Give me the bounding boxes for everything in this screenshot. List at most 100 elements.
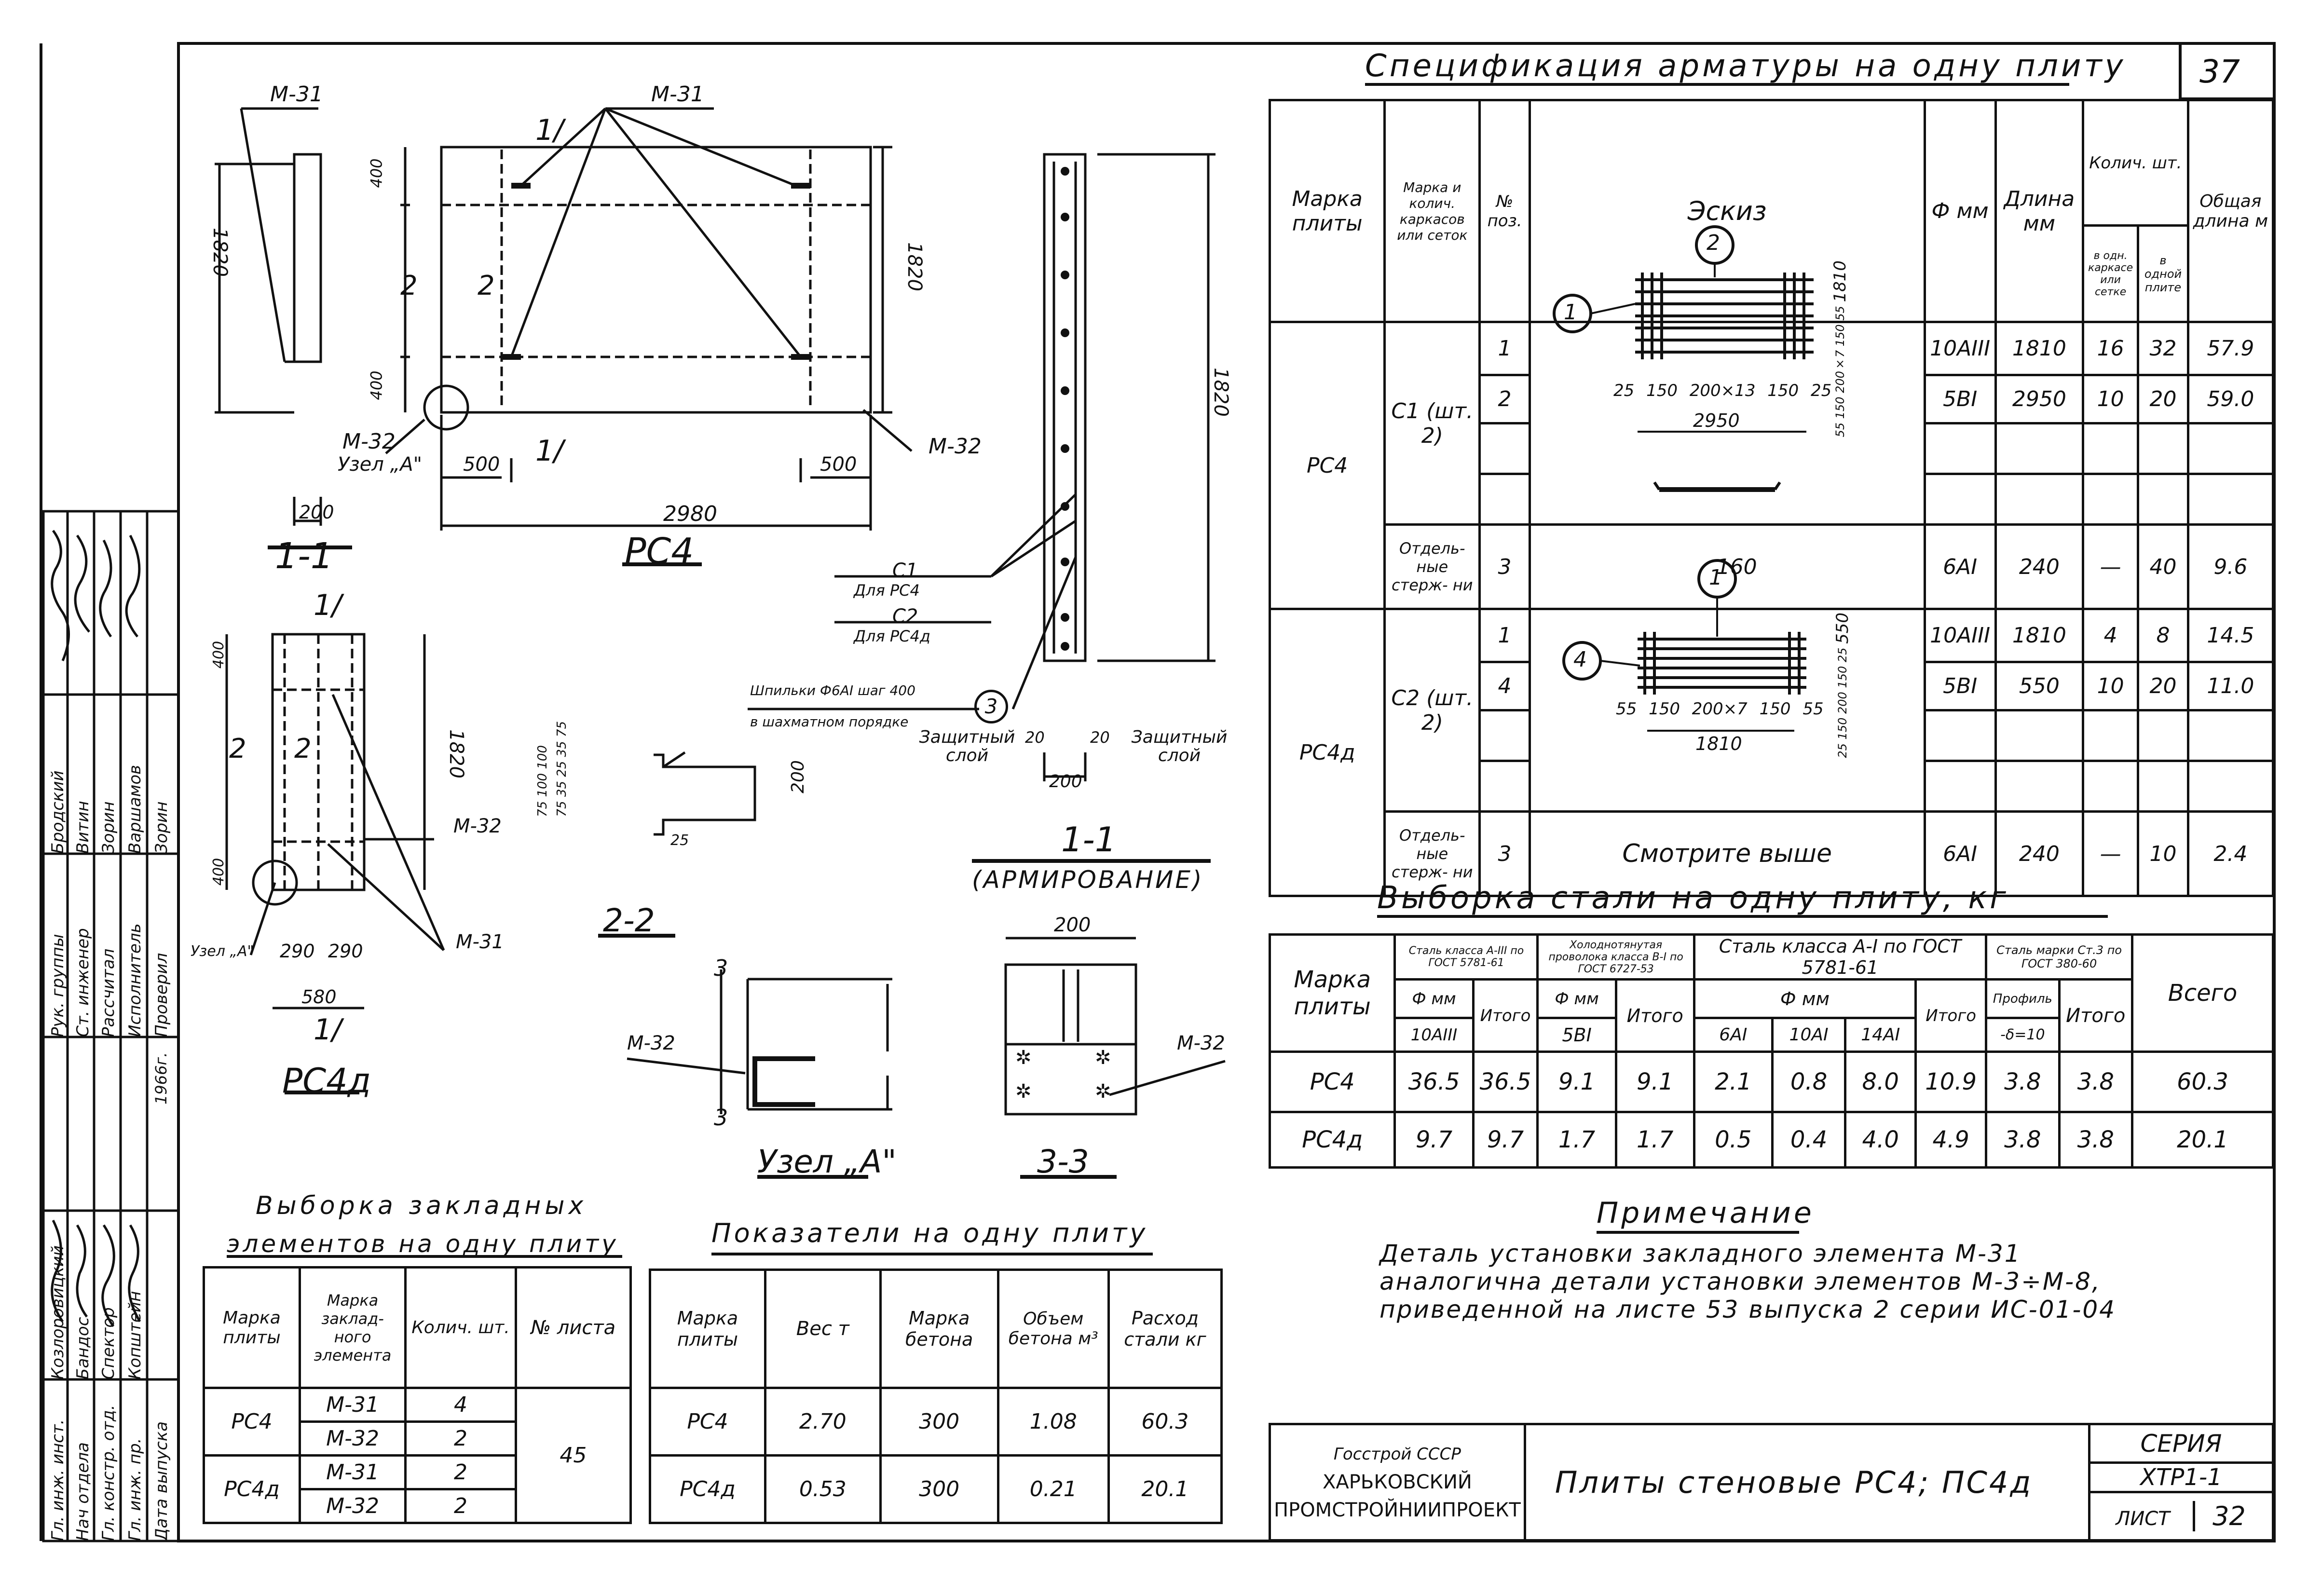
steel-cell: 9.7 xyxy=(1393,1111,1475,1169)
embedded-header: Марка заклад- ного элемента xyxy=(298,1266,407,1389)
spec-phi: 10АIII xyxy=(1923,321,1997,376)
uzel-a-ref: Узел „А" xyxy=(338,453,423,476)
spec-pos: 4 xyxy=(1478,661,1531,711)
spec-pos: 3 xyxy=(1478,523,1531,610)
org-line-2: ХАРЬКОВСКИЙ xyxy=(1322,1471,1472,1493)
table-row: РС4д 9.7 9.7 1.7 1.7 0.5 0.4 4.0 4.9 3.8… xyxy=(1268,1111,2274,1169)
spec-n2: 40 xyxy=(2137,523,2189,610)
arm-section-subtitle: (АРМИРОВАНИЕ) xyxy=(972,866,1204,894)
label-m32-right: М-32 xyxy=(929,434,982,459)
view-rs4 xyxy=(385,107,913,566)
label-m32-left: М-32 xyxy=(342,429,396,454)
steel-header-phi: Ф мм xyxy=(1536,978,1617,1019)
spec-n1: 10 xyxy=(2082,661,2140,711)
spec-total: 2.4 xyxy=(2186,810,2275,897)
spec-pos: 3 xyxy=(1478,810,1531,897)
embedded-el: М-31 xyxy=(298,1387,407,1423)
indicators-concrete: 300 xyxy=(879,1387,999,1457)
label-shpilki-1: Шпильки Ф6АI шаг 400 xyxy=(750,682,915,698)
plan-rs4-title: РС4 xyxy=(625,531,694,572)
list-number: 32 xyxy=(2193,1501,2263,1531)
dim: 150 xyxy=(1646,381,1678,400)
signature-mark xyxy=(125,534,141,638)
steel-cell: 9.7 xyxy=(1472,1111,1539,1169)
view-3-3 xyxy=(1004,937,1226,1179)
indicators-header: Вес т xyxy=(764,1269,882,1389)
note-line: Деталь установки закладного элемента М-3… xyxy=(1379,1240,2021,1268)
dim-25-2-2: 25 xyxy=(670,832,689,849)
signature-mark xyxy=(99,539,112,638)
mark-2-right: 2 xyxy=(478,270,495,301)
section-3-3-title: 3-3 xyxy=(1037,1143,1089,1180)
section-mark-bottom-rs4d: 1/ xyxy=(314,1013,342,1047)
spec-header-kolich: Колич. шт. xyxy=(2082,99,2189,227)
embedded-n: 4 xyxy=(404,1387,517,1423)
anchor-mark-icon: ✲ xyxy=(1015,1080,1032,1103)
spec-sketch-c1 xyxy=(1528,321,1926,526)
spec-table: Марка плиты Марка и колич. каркасов или … xyxy=(1268,99,2275,897)
section-1-1-title: 1-1 xyxy=(275,535,333,577)
c2-sketch-total: 1810 xyxy=(1695,733,1742,754)
dim: 25 xyxy=(1810,381,1832,400)
uzel-a-title: Узел „А" xyxy=(757,1143,897,1180)
org-line-3: ПРОМСТРОЙНИИПРОЕКТ xyxy=(1274,1499,1521,1521)
steel-sub: -δ=10 xyxy=(1985,1017,2061,1053)
spec-total: 59.0 xyxy=(2186,374,2275,424)
view-2-2 xyxy=(598,751,756,938)
dim-200-3-3: 200 xyxy=(1054,914,1091,936)
table-row: М-32 2 xyxy=(204,1420,631,1457)
label-c1-for: Для РС4 xyxy=(854,581,920,600)
anchor-marks-3-3: ✲ ✲ ✲ ✲ xyxy=(1013,1047,1129,1105)
spec-header-karkas: Марка и колич. каркасов или сеток xyxy=(1383,99,1481,323)
embedded-list: 45 xyxy=(514,1387,632,1524)
spec-total: 9.6 xyxy=(2186,523,2275,610)
spec-phi: 10АIII xyxy=(1923,608,1997,663)
anchor-mark-icon: ✲ xyxy=(1095,1047,1111,1069)
indicators-title: Показатели на одну плиту xyxy=(711,1218,1148,1248)
spec-n1: — xyxy=(2082,523,2140,610)
steel-header-phi: Ф мм xyxy=(1393,978,1475,1019)
steel-header-profil: Профиль xyxy=(1985,978,2061,1019)
table-row: 4 5ВI 550 10 20 11.0 xyxy=(1270,661,2275,711)
sheet-title: Плиты стеновые РС4; ПС4д xyxy=(1523,1423,2090,1541)
indicators-header: Марка плиты xyxy=(649,1269,766,1389)
c1-sketch-total: 2950 xyxy=(1693,410,1740,431)
spec-phi: 6АI xyxy=(1923,523,1997,610)
embedded-plate: РС4 xyxy=(203,1387,301,1457)
label-m32-uzel: М-32 xyxy=(627,1032,675,1054)
spec-len: 2950 xyxy=(1994,374,2085,424)
dim-290-right: 290 xyxy=(328,941,363,962)
steel-cell: 8.0 xyxy=(1844,1050,1917,1113)
anchor-mark-icon: ✲ xyxy=(1015,1047,1032,1069)
spec-pos: 2 xyxy=(1478,374,1531,424)
embedded-el: М-32 xyxy=(298,1420,407,1457)
spec-n2: 8 xyxy=(2137,608,2189,663)
arm-section-title: 1-1 xyxy=(1061,820,1117,859)
list-cell: ЛИСТ 32 xyxy=(2088,1491,2275,1541)
dim: 150 xyxy=(1767,381,1799,400)
dim: 55 xyxy=(1803,699,1824,719)
steel-cell: 3.8 xyxy=(2058,1111,2134,1169)
indicators-header: Объем бетона м³ xyxy=(997,1269,1110,1389)
spec-total: 14.5 xyxy=(2186,608,2275,663)
steel-plate: РС4 xyxy=(1268,1050,1396,1113)
circle-label-4: 4 xyxy=(1573,647,1587,672)
table-row: РС4 36.5 36.5 9.1 9.1 2.1 0.8 8.0 10.9 3… xyxy=(1268,1050,2274,1113)
title-underlines xyxy=(227,83,2108,1258)
zash-sloi-left: Защитный слой xyxy=(919,727,1015,765)
note-line: аналогична детали установки элементов М-… xyxy=(1379,1268,2101,1296)
steel-cell: 0.8 xyxy=(1771,1050,1847,1113)
table-row: Отдель- ные стерж- ни 3 Смотрите выше 6А… xyxy=(1270,810,2275,897)
spec-n1: — xyxy=(2082,810,2140,897)
spec-plate: РС4 xyxy=(1268,321,1386,610)
zash-sloi-right: Защитный слой xyxy=(1131,727,1228,765)
circle-label-1: 1 xyxy=(1564,300,1577,325)
steel-cell: 1.7 xyxy=(1536,1111,1617,1169)
spec-header-v-plite: в одной плите xyxy=(2137,224,2189,323)
dim-200: 200 xyxy=(299,502,334,523)
embedded-n: 2 xyxy=(404,1420,517,1457)
c1-sketch-dims: 25 150 200×13 150 25 xyxy=(1613,381,1831,400)
spec-header-marka: Марка плиты xyxy=(1268,99,1386,323)
spec-len: 1810 xyxy=(1994,321,2085,376)
sheet-corner-number: 37 xyxy=(2199,53,2240,90)
